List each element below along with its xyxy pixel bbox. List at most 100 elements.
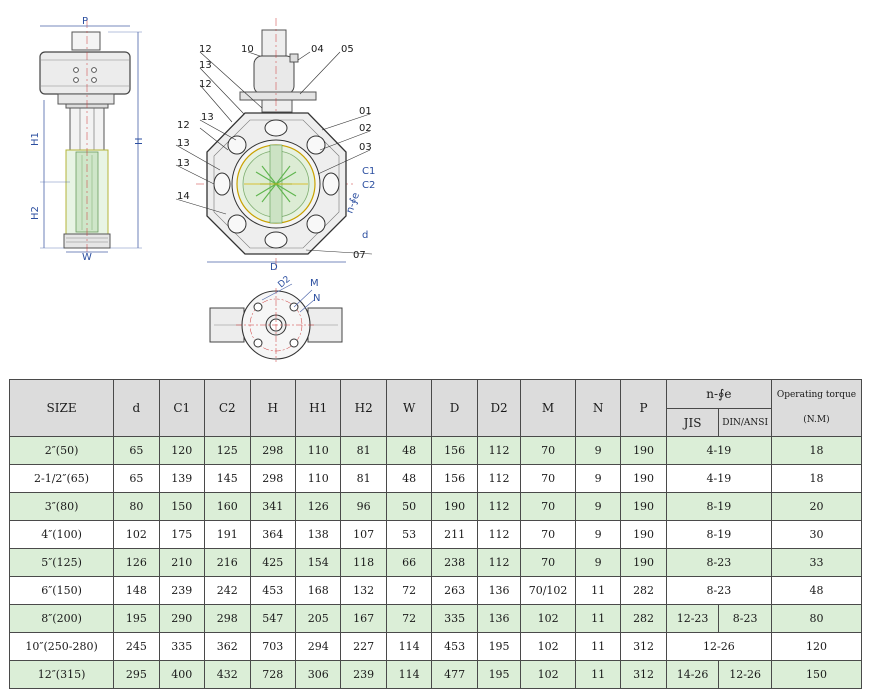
cell-h2: 107 — [340, 520, 387, 549]
cell-w: 114 — [385, 632, 433, 661]
cell-torque: 48 — [770, 576, 863, 605]
label-14: 14 — [177, 191, 190, 202]
cell-h2: 96 — [340, 492, 387, 521]
label-12b: 12 — [199, 79, 212, 90]
cell-p: 282 — [620, 576, 667, 605]
cell-n-fe: 8-19 — [665, 492, 772, 521]
cell-D: 335 — [431, 604, 478, 633]
dim-p-label: P — [82, 16, 88, 27]
label-13d: 13 — [177, 158, 190, 169]
cell-n-fe: 8-19 — [665, 520, 772, 549]
header-n-fe: n-∮e — [665, 379, 772, 409]
cell-n-fe: 4-19 — [665, 436, 772, 465]
cell-h1: 110 — [294, 464, 342, 493]
cell-p: 190 — [620, 520, 667, 549]
cell-c1: 239 — [158, 576, 206, 605]
cell-d: 295 — [113, 660, 160, 689]
cell-h2: 81 — [340, 464, 387, 493]
cell-D: 156 — [431, 464, 478, 493]
cell-jis: 12-23 — [665, 604, 720, 633]
header-m: M — [520, 379, 576, 437]
cell-d2: 195 — [476, 660, 522, 689]
label-13a: 13 — [199, 60, 212, 71]
cell-d: 148 — [113, 576, 160, 605]
cell-h2: 227 — [340, 632, 387, 661]
cell-d: 195 — [113, 604, 160, 633]
cell-d2: 136 — [476, 576, 522, 605]
cell-d: 102 — [113, 520, 160, 549]
dim-d-label: D — [270, 262, 278, 273]
header-torque-unit: (N.M) — [803, 415, 830, 425]
cell-torque: 18 — [770, 464, 863, 493]
dim-h2-label: H2 — [30, 206, 41, 220]
cell-c1: 400 — [158, 660, 206, 689]
cell-c1: 210 — [158, 548, 206, 577]
cell-h1: 306 — [294, 660, 342, 689]
cell-c2: 298 — [204, 604, 251, 633]
header-D: D — [431, 379, 478, 437]
cell-torque: 30 — [770, 520, 863, 549]
cell-p: 190 — [620, 548, 667, 577]
cell-n: 11 — [574, 576, 622, 605]
cell-n: 9 — [574, 548, 622, 577]
cell-c1: 120 — [158, 436, 206, 465]
cell-p: 312 — [620, 632, 667, 661]
cell-h2: 132 — [340, 576, 387, 605]
cell-w: 72 — [385, 604, 433, 633]
dim-w-label: W — [82, 252, 92, 263]
cell-n: 11 — [574, 604, 622, 633]
cell-size: 5″(125) — [8, 548, 115, 577]
cell-h1: 110 — [294, 436, 342, 465]
label-01: 01 — [359, 106, 372, 117]
label-04: 04 — [311, 44, 324, 55]
label-07: 07 — [353, 250, 366, 261]
cell-c1: 139 — [158, 464, 206, 493]
cell-n: 9 — [574, 520, 622, 549]
cell-torque: 20 — [770, 492, 863, 521]
label-n-e: n-∮e — [344, 191, 362, 215]
cell-D: 156 — [431, 436, 478, 465]
valve-drawings: P H H1 H2 W — [30, 16, 375, 362]
flange-view: D2 M N — [209, 275, 343, 362]
header-c2: C2 — [204, 379, 251, 437]
cell-n-fe: 4-19 — [665, 464, 772, 493]
label-d2: D2 — [277, 275, 293, 291]
cell-w: 72 — [385, 576, 433, 605]
cell-h2: 239 — [340, 660, 387, 689]
cell-d: 65 — [113, 436, 160, 465]
cell-jis: 14-26 — [665, 660, 720, 689]
cell-p: 190 — [620, 436, 667, 465]
cell-h: 703 — [249, 632, 296, 661]
cell-h2: 118 — [340, 548, 387, 577]
cell-D: 211 — [431, 520, 478, 549]
side-view: P H H1 H2 W — [30, 16, 145, 263]
cell-size: 3″(80) — [8, 492, 115, 521]
cell-p: 312 — [620, 660, 667, 689]
label-m: M — [310, 278, 319, 289]
cell-m: 70/102 — [520, 576, 576, 605]
header-size: SIZE — [8, 379, 115, 437]
cell-h: 298 — [249, 464, 296, 493]
cell-d2: 112 — [476, 520, 522, 549]
cell-d: 126 — [113, 548, 160, 577]
cell-c2: 160 — [204, 492, 251, 521]
cell-size: 8″(200) — [8, 604, 115, 633]
cell-p: 190 — [620, 464, 667, 493]
label-12a: 12 — [199, 44, 212, 55]
header-w: W — [385, 379, 433, 437]
cell-n: 11 — [574, 632, 622, 661]
cell-torque: 80 — [770, 604, 863, 633]
header-n: N — [574, 379, 622, 437]
cell-size: 10″(250-280) — [8, 632, 115, 661]
label-13b: 13 — [201, 112, 214, 123]
cell-size: 2″(50) — [8, 436, 115, 465]
cell-n: 11 — [574, 660, 622, 689]
label-13c: 13 — [177, 138, 190, 149]
cell-n-fe: 8-23 — [665, 576, 772, 605]
cell-p: 282 — [620, 604, 667, 633]
